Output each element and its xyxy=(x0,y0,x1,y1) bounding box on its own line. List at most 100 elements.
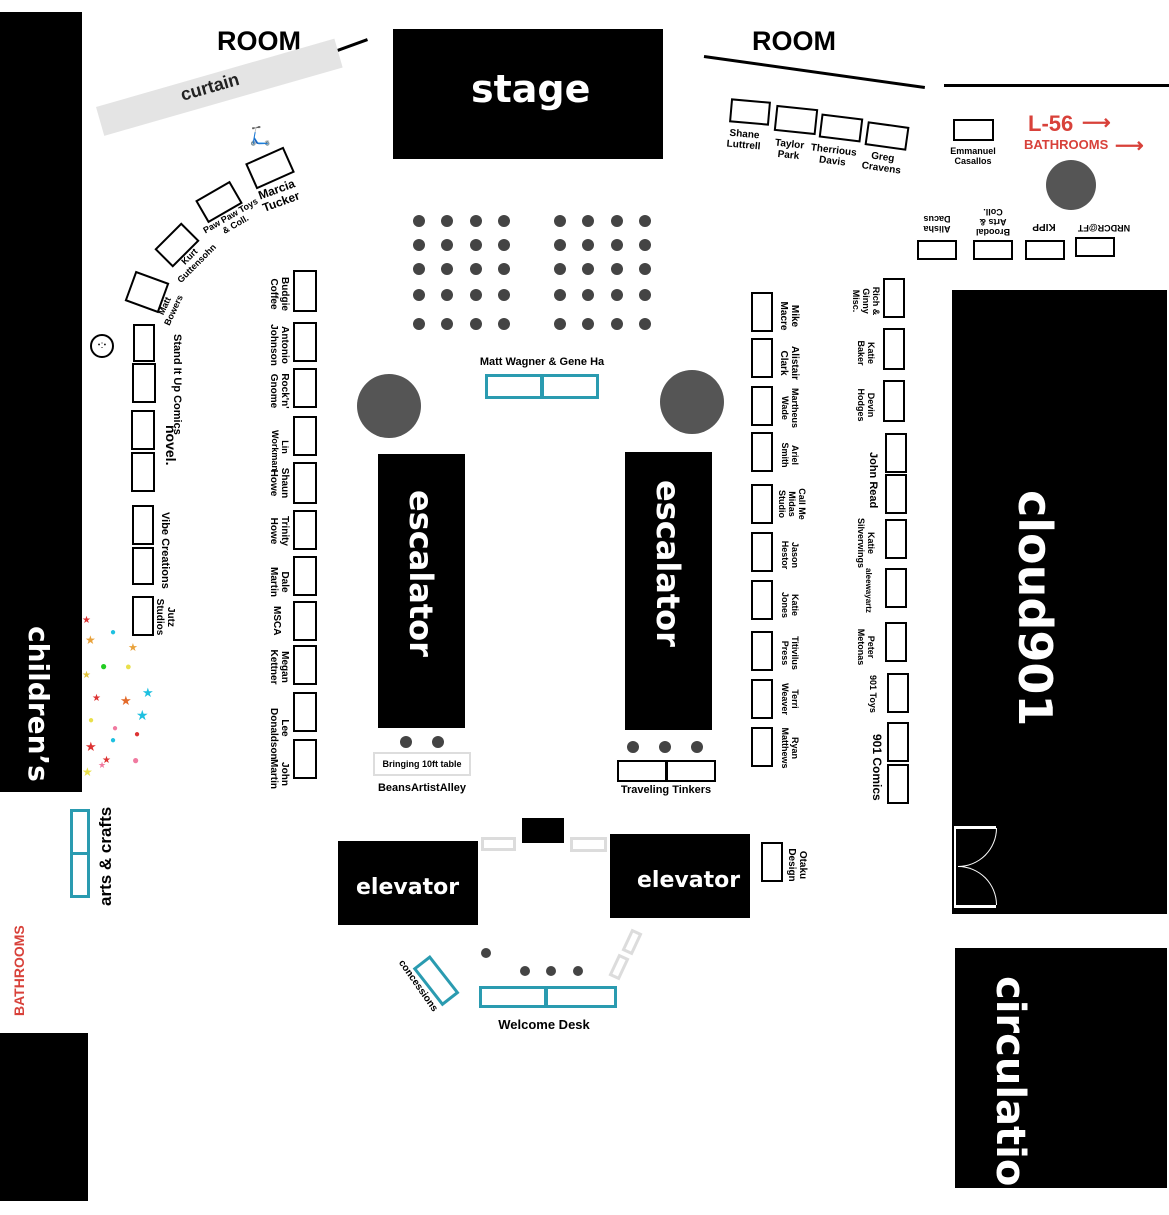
booth[interactable] xyxy=(751,727,773,767)
booth[interactable] xyxy=(293,322,317,362)
door[interactable] xyxy=(954,826,998,908)
seat-dot xyxy=(611,239,623,251)
booth[interactable] xyxy=(887,673,909,713)
booth-note[interactable]: Bringing 10ft table xyxy=(373,752,471,776)
seat-dot xyxy=(554,215,566,227)
booth[interactable] xyxy=(761,842,783,882)
booth[interactable] xyxy=(293,270,317,312)
seat-dot xyxy=(554,239,566,251)
seat-dot xyxy=(582,318,594,330)
welcome-desk[interactable] xyxy=(545,986,617,1008)
booth[interactable] xyxy=(751,679,773,719)
booth[interactable] xyxy=(885,433,907,473)
booth[interactable] xyxy=(751,532,773,572)
booth[interactable] xyxy=(953,119,994,141)
seat-dot xyxy=(554,318,566,330)
seat-dot xyxy=(611,263,623,275)
booth[interactable] xyxy=(883,278,905,318)
seat-dot xyxy=(582,239,594,251)
vendor-label: Ariel Smith xyxy=(780,442,800,468)
booth[interactable] xyxy=(293,645,317,685)
seat-dot xyxy=(611,318,623,330)
booth[interactable] xyxy=(751,386,773,426)
booth[interactable] xyxy=(131,410,155,450)
escalator-left: escalator xyxy=(378,454,465,728)
seat-dot xyxy=(432,736,444,748)
seat-dot xyxy=(441,215,453,227)
booth[interactable] xyxy=(541,374,599,399)
seat-dot xyxy=(627,741,639,753)
booth[interactable] xyxy=(666,760,716,782)
seat-dot xyxy=(639,263,651,275)
circulation-area: circulation xyxy=(955,948,1167,1215)
vendor-label: Ryan Matthews xyxy=(780,727,800,769)
seat-dot xyxy=(498,239,510,251)
vendor-label: Trinity Howe xyxy=(268,515,290,546)
booth[interactable] xyxy=(887,722,909,762)
seat-dot xyxy=(611,215,623,227)
booth[interactable] xyxy=(773,104,819,136)
booth[interactable] xyxy=(293,556,317,596)
seat-dot xyxy=(691,741,703,753)
booth[interactable] xyxy=(751,484,773,524)
booth[interactable] xyxy=(293,739,317,779)
vendor-label: Rich & Ginny Misc. xyxy=(851,286,881,316)
vendor-label: 901 Comics xyxy=(870,734,884,801)
gray-table xyxy=(621,928,643,956)
vendor-label: Dale Martin xyxy=(268,567,290,597)
info-block xyxy=(522,818,564,843)
booth[interactable] xyxy=(751,338,773,378)
booth[interactable] xyxy=(293,416,317,456)
elevator-left-label: elevator xyxy=(356,875,460,900)
booth[interactable] xyxy=(133,324,155,362)
seat-dot xyxy=(481,948,491,958)
arts-crafts-table[interactable] xyxy=(70,852,90,898)
booth[interactable] xyxy=(885,622,907,662)
booth[interactable] xyxy=(1025,240,1065,260)
vendor-label: Terri Weaver xyxy=(780,683,800,715)
booth[interactable] xyxy=(885,568,907,608)
vendor-label: KIPP xyxy=(1032,221,1056,232)
wall-block xyxy=(0,1033,88,1201)
booth[interactable] xyxy=(864,121,910,151)
booth[interactable] xyxy=(132,596,154,636)
seat-dot xyxy=(470,289,482,301)
booth[interactable] xyxy=(131,452,155,492)
booth[interactable] xyxy=(751,432,773,472)
booth[interactable] xyxy=(293,368,317,408)
booth[interactable] xyxy=(485,374,543,399)
booth[interactable] xyxy=(883,380,905,422)
booth[interactable] xyxy=(885,474,907,514)
booth[interactable] xyxy=(887,764,909,804)
vendor-label: Titivilus Press xyxy=(780,636,800,670)
vendor-label: Jason Hestor xyxy=(780,540,800,570)
vendor-label: NRDCR@FT xyxy=(1077,223,1131,233)
booth[interactable] xyxy=(917,240,957,260)
booth[interactable] xyxy=(617,760,667,782)
vendor-label: Greg Cravens xyxy=(860,150,902,177)
booth[interactable] xyxy=(885,519,907,559)
seat-dot xyxy=(498,318,510,330)
booth[interactable] xyxy=(132,363,156,403)
booth[interactable] xyxy=(132,505,154,545)
booth[interactable] xyxy=(973,240,1013,260)
seat-dot xyxy=(413,263,425,275)
booth[interactable] xyxy=(132,547,154,585)
room-number: L-56 xyxy=(1028,111,1074,136)
booth[interactable] xyxy=(729,98,771,126)
booth[interactable] xyxy=(293,601,317,641)
booth[interactable] xyxy=(1075,237,1115,257)
booth[interactable] xyxy=(751,580,773,620)
stars-decoration: ★ ★ ● ★ ● ★ ● ★ ★ ★ ★ ● ● ● ★ ● ★ ● ★ ★ xyxy=(82,615,154,779)
seat-dot xyxy=(470,263,482,275)
booth[interactable] xyxy=(883,328,905,370)
seat-dot xyxy=(470,318,482,330)
booth[interactable] xyxy=(751,292,773,332)
booth[interactable] xyxy=(293,462,317,504)
welcome-desk[interactable] xyxy=(479,986,547,1008)
booth[interactable] xyxy=(293,510,317,550)
booth[interactable] xyxy=(293,692,317,732)
booth[interactable] xyxy=(818,113,864,143)
booth[interactable] xyxy=(751,631,773,671)
arts-crafts-table[interactable] xyxy=(70,809,90,855)
